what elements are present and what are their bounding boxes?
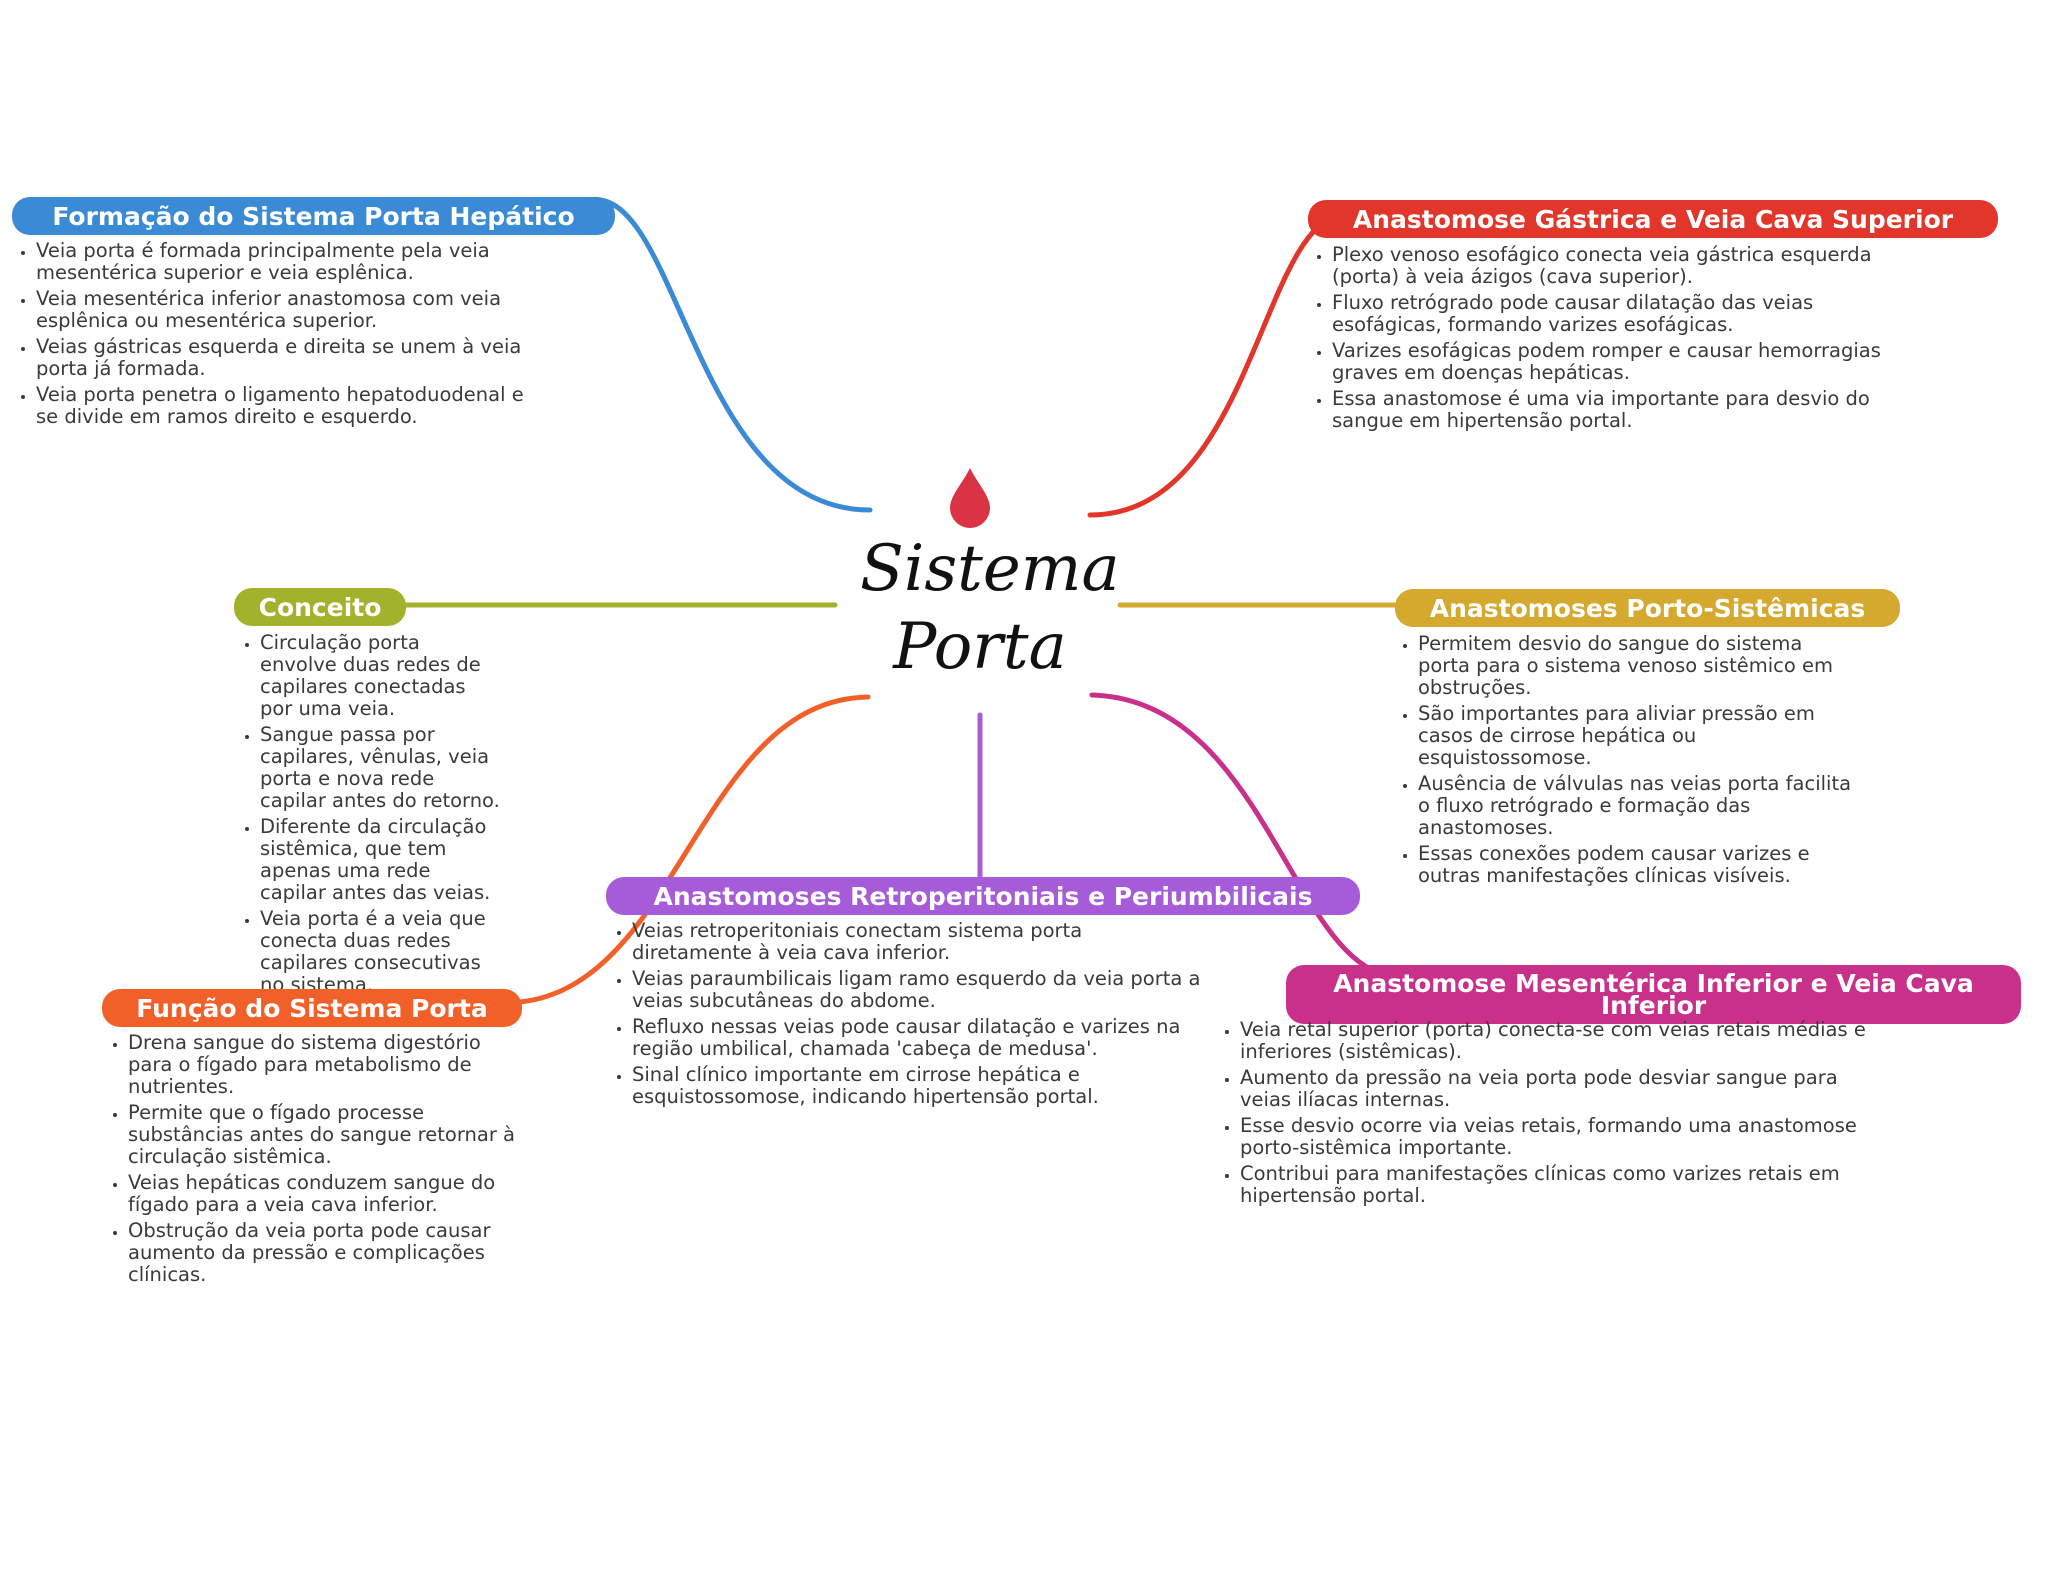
topic-conceito-title[interactable]: Conceito xyxy=(234,588,406,626)
list-item: Plexo venoso esofágico conecta veia gást… xyxy=(1332,244,1892,288)
blood-drop-icon xyxy=(950,468,990,528)
list-item: Drena sangue do sistema digestório para … xyxy=(128,1032,518,1098)
topic-retro-list: Veias retroperitoniais conectam sistema … xyxy=(608,920,1202,1112)
central-topic[interactable]: Sistema Porta xyxy=(860,530,1120,686)
topic-portosist-title[interactable]: Anastomoses Porto-Sistêmicas xyxy=(1395,589,1900,627)
connector-funcao xyxy=(517,694,871,1005)
list-item: Permite que o fígado processe substância… xyxy=(128,1102,518,1168)
topic-mesenterica-list: Veia retal superior (porta) conecta-se c… xyxy=(1216,1019,1890,1211)
topic-formacao-list: Veia porta é formada principalmente pela… xyxy=(12,240,526,432)
list-item: Veias paraumbilicais ligam ramo esquerdo… xyxy=(632,968,1202,1012)
central-topic-line-1: Sistema xyxy=(860,532,1120,606)
list-item: São importantes para aliviar pressão em … xyxy=(1418,703,1858,769)
topic-gastrica-list: Plexo venoso esofágico conecta veia gást… xyxy=(1308,244,1892,436)
list-item: Permitem desvio do sangue do sistema por… xyxy=(1418,633,1858,699)
list-item: Fluxo retrógrado pode causar dilatação d… xyxy=(1332,292,1892,336)
list-item: Sangue passa por capilares, vênulas, vei… xyxy=(260,724,500,812)
topic-mesenterica-title[interactable]: Anastomose Mesentérica Inferior e Veia C… xyxy=(1286,965,2021,1024)
connector-formacao xyxy=(597,197,873,513)
list-item: Circulação porta envolve duas redes de c… xyxy=(260,632,500,720)
list-item: Veias gástricas esquerda e direita se un… xyxy=(36,336,526,380)
topic-funcao-title[interactable]: Função do Sistema Porta xyxy=(102,989,522,1027)
central-topic-line-2: Porta xyxy=(893,610,1067,684)
list-item: Diferente da circulação sistêmica, que t… xyxy=(260,816,500,904)
list-item: Ausência de válvulas nas veias porta fac… xyxy=(1418,773,1858,839)
list-item: Essas conexões podem causar varizes e ou… xyxy=(1418,843,1858,887)
list-item: Veia porta é formada principalmente pela… xyxy=(36,240,526,284)
list-item: Veia retal superior (porta) conecta-se c… xyxy=(1240,1019,1890,1063)
list-item: Veia porta penetra o ligamento hepatoduo… xyxy=(36,384,526,428)
connector-mesenterica xyxy=(1089,692,1388,978)
topic-portosist-list: Permitem desvio do sangue do sistema por… xyxy=(1394,633,1858,891)
topic-retro-title[interactable]: Anastomoses Retroperitoniais e Periumbil… xyxy=(606,877,1360,915)
list-item: Sinal clínico importante em cirrose hepá… xyxy=(632,1064,1202,1108)
connector-gastrica xyxy=(1087,212,1343,518)
list-item: Veias hepáticas conduzem sangue do fígad… xyxy=(128,1172,518,1216)
list-item: Contribui para manifestações clínicas co… xyxy=(1240,1163,1890,1207)
list-item: Obstrução da veia porta pode causar aume… xyxy=(128,1220,518,1286)
list-item: Varizes esofágicas podem romper e causar… xyxy=(1332,340,1892,384)
topic-funcao-list: Drena sangue do sistema digestório para … xyxy=(104,1032,518,1290)
list-item: Veias retroperitoniais conectam sistema … xyxy=(632,920,1202,964)
list-item: Esse desvio ocorre via veias retais, for… xyxy=(1240,1115,1890,1159)
topic-gastrica-title[interactable]: Anastomose Gástrica e Veia Cava Superior xyxy=(1308,200,1998,238)
list-item: Veia mesentérica inferior anastomosa com… xyxy=(36,288,526,332)
topic-formacao-title[interactable]: Formação do Sistema Porta Hepático xyxy=(12,197,615,235)
list-item: Aumento da pressão na veia porta pode de… xyxy=(1240,1067,1890,1111)
topic-conceito-list: Circulação porta envolve duas redes de c… xyxy=(236,632,500,1000)
list-item: Veia porta é a veia que conecta duas red… xyxy=(260,908,500,996)
list-item: Essa anastomose é uma via importante par… xyxy=(1332,388,1892,432)
list-item: Refluxo nessas veias pode causar dilataç… xyxy=(632,1016,1202,1060)
